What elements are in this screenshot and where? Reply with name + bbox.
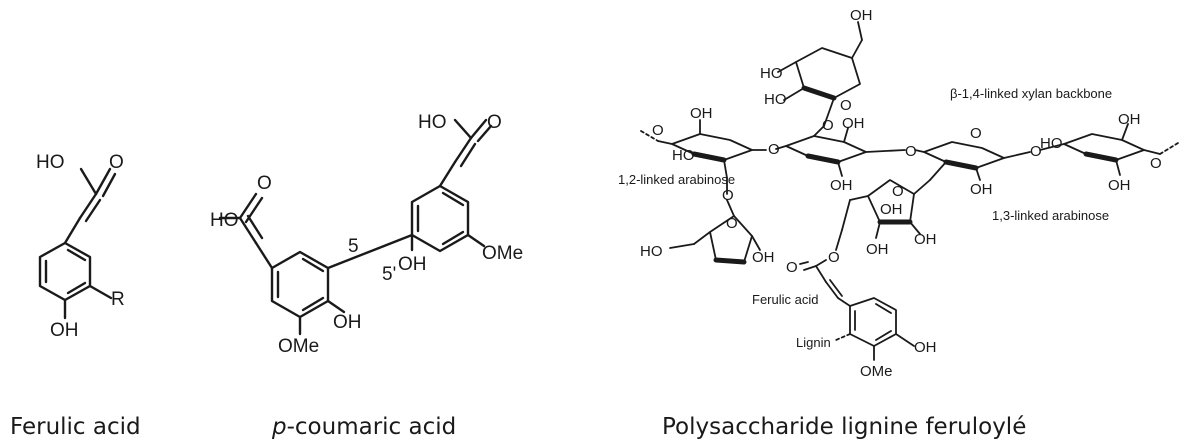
o-a1: O [722,187,734,204]
oh-c: OH [690,105,713,122]
oh-r3: OH [970,181,993,198]
ferulic-o-label: O [109,152,124,173]
xylan-backbone-label: β-1,4-linked xylan backbone [950,86,1112,101]
coumaric-ho1-label: HO [210,210,239,231]
ho-a: HO [760,65,783,82]
o-a2: O [892,183,904,200]
o-top: O [840,97,852,114]
ferulic-acid-label: Ferulic acid [752,292,818,307]
ho-a1: HO [640,243,663,260]
o-c: O [652,122,664,139]
o-r3: O [970,125,982,142]
coumaric-pos5-label: 5 [348,236,359,257]
oh-r2: OH [842,115,865,132]
lignin-label: Lignin [796,335,831,350]
o-link2: O [905,143,917,160]
ho-c: HO [672,147,695,164]
o-r2: O [822,117,834,134]
oh-a2b: OH [914,231,937,248]
o-link1: O [768,141,780,158]
oh-ph: OH [914,339,937,356]
o-carb: O [786,259,798,276]
oh-a2c: OH [866,241,889,258]
coumaric-ho2-label: HO [418,112,447,133]
coumaric-ome1-label: OMe [278,336,319,357]
coumaric-pos5p-label: 5' [382,264,396,285]
coumaric-ome2-label: OMe [482,243,523,264]
arabinose-12-label: 1,2-linked arabinose [618,172,735,187]
caption-ferulic-acid: Ferulic acid [10,414,141,440]
oh-top: OH [850,7,873,24]
oh-a2: OH [880,201,903,218]
ho-r4: HO [1040,135,1063,152]
o-link3: O [1030,143,1042,160]
ho-b: HO [764,91,787,108]
ferulic-ho-label: HO [36,152,65,173]
caption-polysaccharide: Polysaccharide lignine feruloylé [662,414,1026,440]
coumaric-o1-label: O [257,173,272,194]
coumaric-oh1-label: OH [333,312,362,333]
coumaric-oh2-label: OH [398,254,427,275]
coumaric-o2-label: O [487,112,502,133]
o-r4: O [1150,155,1162,172]
oh-a1: OH [752,249,775,266]
ferulic-acid-structure: HO O R OH [36,152,125,341]
ome-ph: OMe [860,363,893,380]
polysaccharide-structure: β-1,4-linked xylan backbone 1,2-linked a… [618,7,1179,380]
ferulic-r-label: R [111,289,125,310]
oh-r4b: OH [1108,177,1131,194]
oh-r4: OH [1118,111,1141,128]
o-ester: O [828,249,840,266]
caption-coumaric-italic: p [271,414,287,440]
ferulic-oh-label: OH [50,320,79,341]
arabinose-13-label: 1,3-linked arabinose [992,208,1109,223]
o-a1b: O [726,215,738,232]
oh-r2b: OH [830,177,853,194]
caption-coumaric-acid: p-coumaric acid [271,414,456,440]
caption-coumaric-rest: -coumaric acid [287,414,457,440]
coumaric-acid-structure: HO O HO O 5 5' OH OH OMe OMe [210,112,523,357]
